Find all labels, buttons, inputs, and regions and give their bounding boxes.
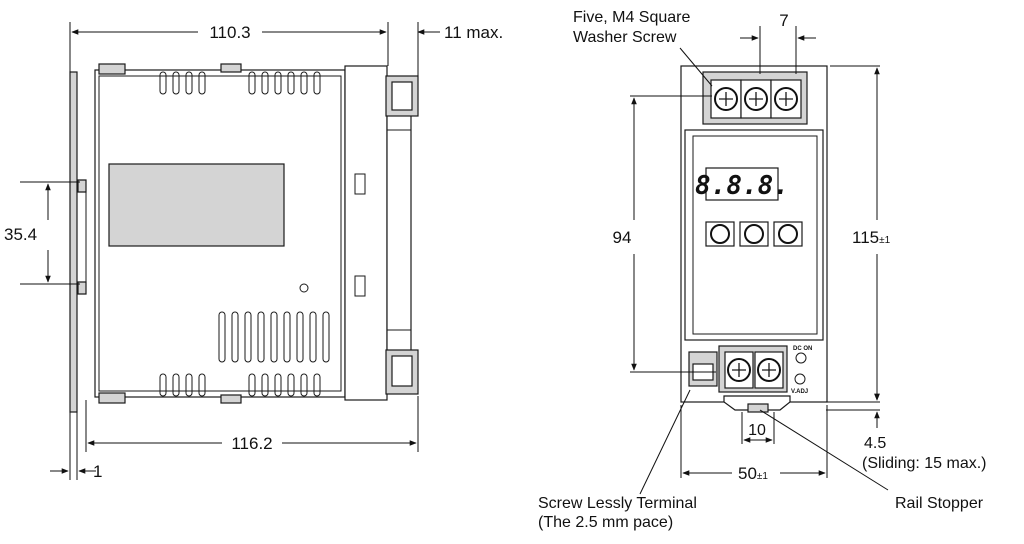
side-view: 110.3 11 max. 35.4 116.2 1 (4, 22, 503, 481)
top-terminal-screws (710, 79, 802, 119)
dim-115: 115±1 (852, 228, 891, 247)
dc-on-label: DC ON (793, 346, 812, 352)
up-button-icon (744, 224, 764, 244)
label-screwless-terminal-line2: (The 2.5 mm pace) (538, 514, 673, 531)
v-adj-icon (794, 373, 806, 385)
dim-110-3: 110.3 (209, 23, 250, 42)
vent-slots-bottom (159, 373, 321, 397)
dim-sliding-note: (Sliding: 15 max.) (862, 455, 987, 472)
seven-segment-display (705, 167, 779, 201)
din-rail-plate (69, 71, 78, 413)
front-buttons (705, 221, 803, 247)
front-view: 8.8.8. DC ON V.ADJ (538, 9, 987, 531)
svg-text:8.8.8.: 8.8.8. (695, 171, 789, 201)
label-m4-screw-line1: Five, M4 Square (573, 9, 690, 26)
v-adj-label: V.ADJ (791, 389, 808, 395)
dim-4-5: 4.5 (864, 435, 886, 452)
dim-116-2: 116.2 (231, 434, 272, 453)
dim-94: 94 (613, 228, 632, 247)
mode-button-icon (710, 224, 730, 244)
led-indicator-icon (795, 352, 807, 364)
label-m4-screw-line2: Washer Screw (573, 29, 677, 46)
label-rail-stopper: Rail Stopper (895, 495, 984, 512)
dim-7: 7 (779, 11, 788, 30)
dim-10: 10 (748, 422, 766, 439)
rail-stopper-shape (723, 395, 791, 411)
vent-slots-middle (218, 311, 330, 363)
dim-50: 50±1 (738, 464, 768, 483)
dim-1: 1 (93, 462, 102, 481)
dim-35-4: 35.4 (4, 225, 37, 244)
down-button-icon (778, 224, 798, 244)
label-screwless-terminal-line1: Screw Lessly Terminal (538, 495, 697, 512)
side-label-window (108, 163, 285, 247)
side-front-cover (344, 65, 388, 401)
side-screw-icon (299, 283, 309, 293)
vent-slots-top (159, 71, 321, 95)
dim-11-max: 11 max. (444, 23, 503, 42)
